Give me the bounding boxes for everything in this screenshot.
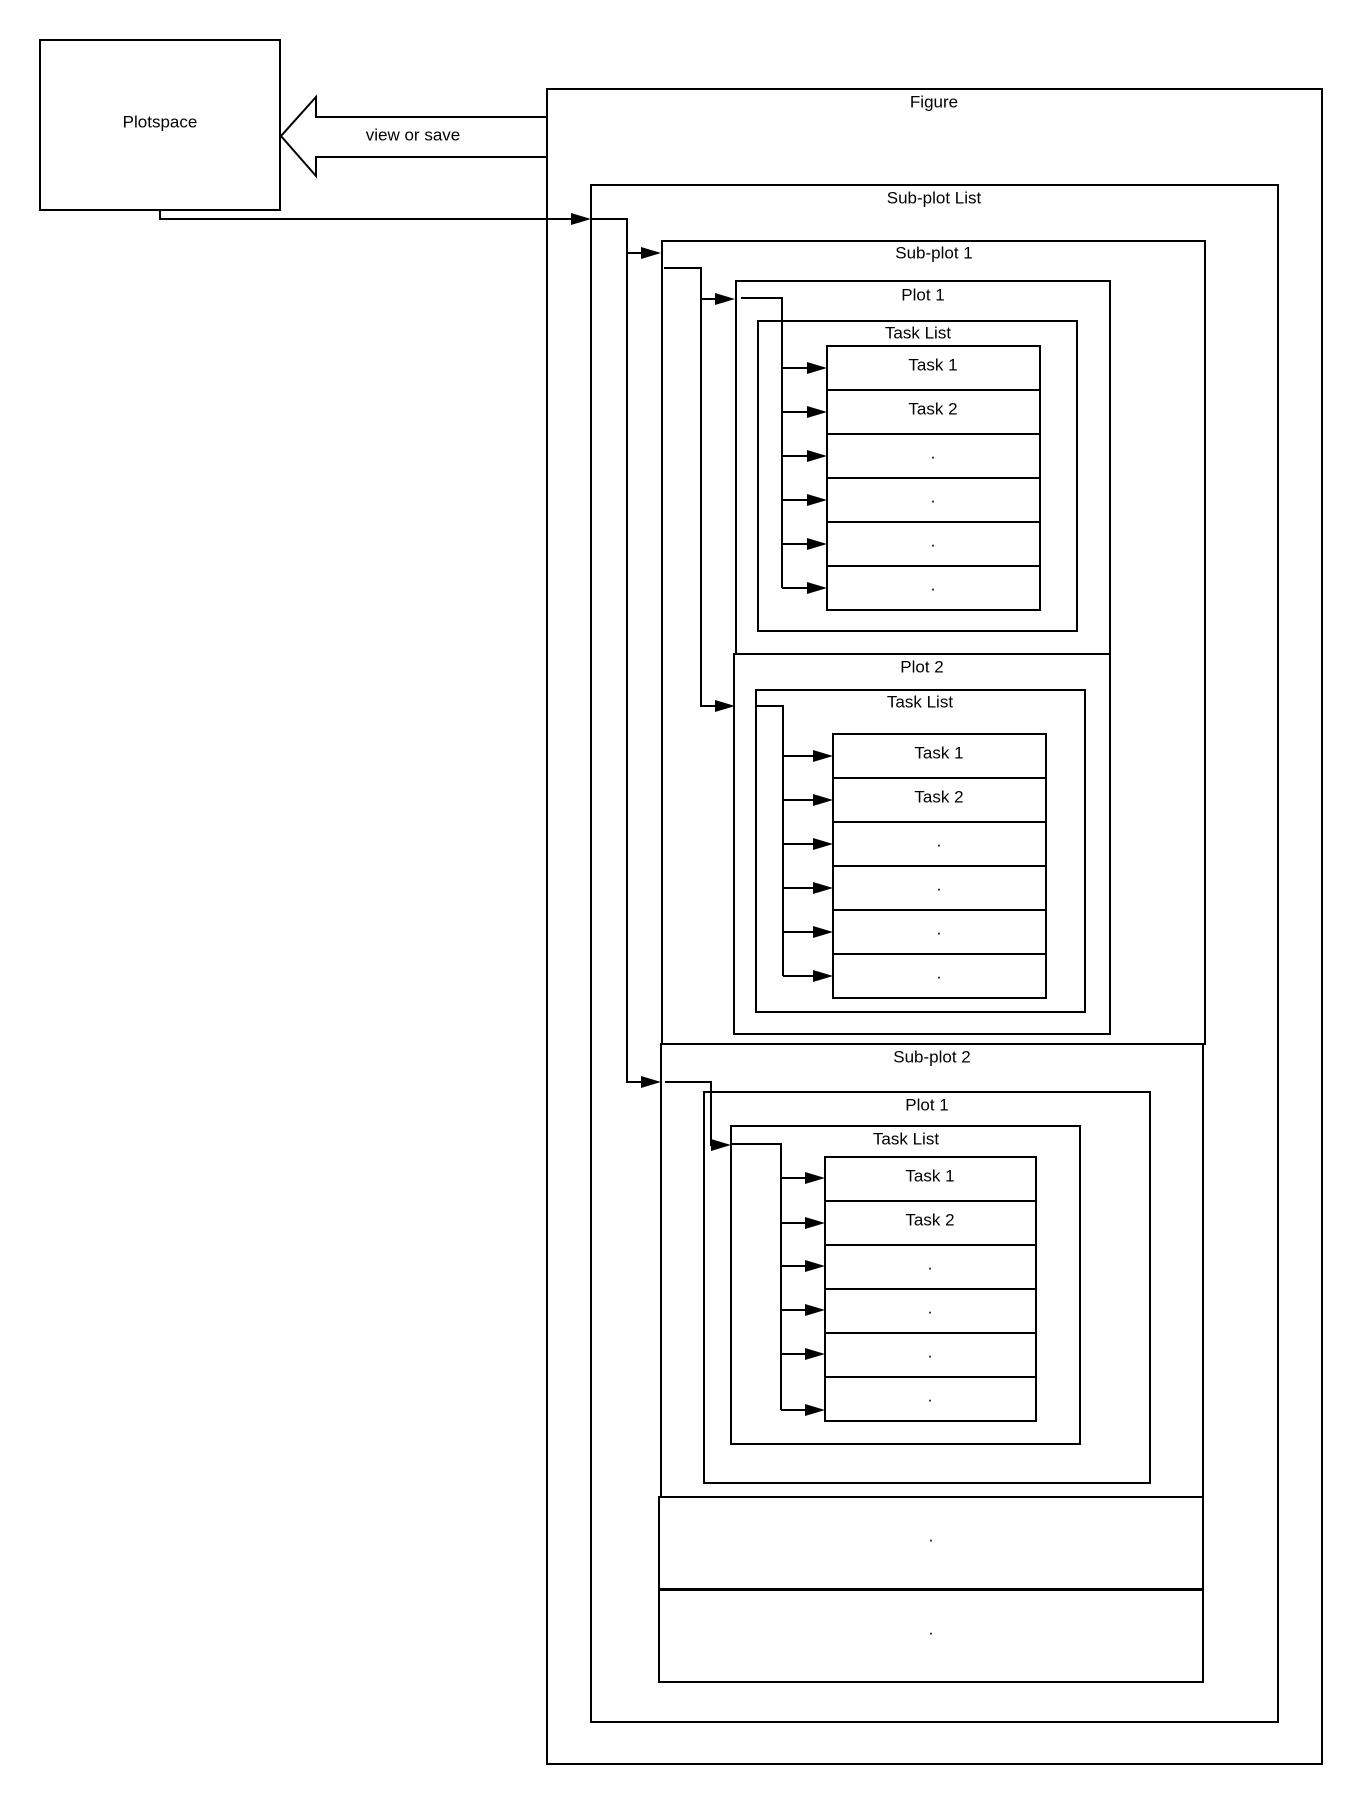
task-row <box>826 345 1041 391</box>
plotspace-label: Plotspace <box>123 112 198 131</box>
task-row <box>824 1376 1037 1422</box>
subplot-2: Sub-plot 2 Plot 1 Task List Task 1 Task … <box>660 1043 1204 1498</box>
task-row-label: . <box>937 875 942 894</box>
view-or-save-label: view or save <box>366 125 460 144</box>
task-row-label: Task 2 <box>914 787 963 806</box>
subplot-1-plot-1-task-list-label: Task List <box>885 323 951 342</box>
subplot-extra-rows: . . <box>658 1496 1204 1683</box>
task-row-label: . <box>928 1254 933 1273</box>
task-row-label: Task 1 <box>908 355 957 374</box>
connector-lines <box>159 210 833 1416</box>
task-row <box>824 1332 1037 1378</box>
task-row <box>826 477 1041 523</box>
subplot-extra-row-label: . <box>929 1526 934 1545</box>
task-row <box>832 953 1047 999</box>
figure-label: Figure <box>910 92 958 111</box>
task-row-label: . <box>928 1386 933 1405</box>
task-row <box>826 433 1041 479</box>
task-row-label: . <box>937 963 942 982</box>
subplot-1-plot-2-task-list-label: Task List <box>887 692 953 711</box>
subplot-1-label: Sub-plot 1 <box>895 243 973 262</box>
subplot-list-label: Sub-plot List <box>887 188 982 207</box>
task-row-label: Task 2 <box>908 399 957 418</box>
plotspace-node: Plotspace <box>39 39 281 211</box>
subplot-1-plot-2-task-rows: Task 1 Task 2 . . . . <box>832 733 1047 999</box>
subplot-extra-row-label: . <box>929 1619 934 1638</box>
task-row-label: . <box>931 531 936 550</box>
task-row-label: . <box>931 575 936 594</box>
subplot-1-plot-1-task-rows: Task 1 Task 2 . . . . <box>826 345 1041 611</box>
subplot-1-plot-1-label: Plot 1 <box>901 285 944 304</box>
task-row-label: Task 1 <box>914 743 963 762</box>
task-row-label: . <box>937 919 942 938</box>
task-row-label: . <box>928 1298 933 1317</box>
subplot-2-plot-1-task-rows: Task 1 Task 2 . . . . <box>824 1156 1037 1422</box>
subplot-extra-row <box>658 1589 1204 1683</box>
task-row <box>824 1244 1037 1290</box>
task-row <box>832 865 1047 911</box>
subplot-2-plot-1-task-list-label: Task List <box>873 1129 939 1148</box>
task-row-label: Task 2 <box>905 1210 954 1229</box>
task-row <box>824 1156 1037 1202</box>
task-row-label: . <box>931 443 936 462</box>
view-or-save-arrow: view or save <box>279 94 549 179</box>
task-row <box>826 521 1041 567</box>
task-row-label: Task 1 <box>905 1166 954 1185</box>
subplot-1: Sub-plot 1 Plot 1 Task List Task 1 Task … <box>661 240 1206 1045</box>
task-row <box>824 1288 1037 1334</box>
subplot-2-label: Sub-plot 2 <box>893 1047 971 1066</box>
subplot-extra-row <box>658 1496 1204 1590</box>
task-row-label: . <box>931 487 936 506</box>
subplot-2-plot-1-label: Plot 1 <box>905 1095 948 1114</box>
task-row-label: . <box>937 831 942 850</box>
subplot-1-plot-2-label: Plot 2 <box>900 657 943 676</box>
task-row-label: . <box>928 1342 933 1361</box>
